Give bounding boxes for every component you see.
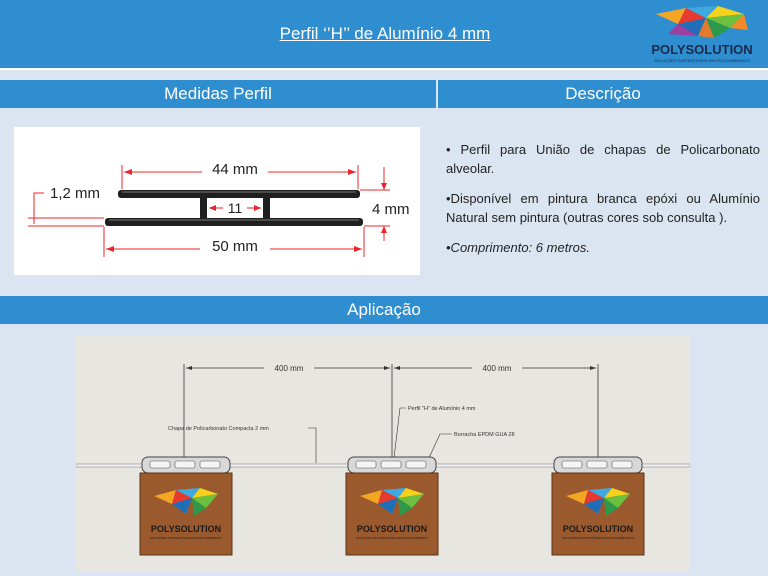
aplicacao-panel: 400 mm 400 mm Chapa de Policarbonato Com… (0, 326, 768, 576)
descricao-item-comprimento: •Comprimento: 6 metros. (446, 240, 590, 255)
profile-1 (141, 456, 231, 474)
post-3: POLYSOLUTION SOLUÇÕES SUSTENTÁVEIS EM PO… (551, 472, 645, 556)
logo-brand-text: POLYSOLUTION (651, 42, 752, 57)
aplicacao-header: Aplicação (0, 296, 768, 324)
descricao-item-uso: • Perfil para União de chapas de Policar… (446, 142, 760, 176)
medidas-panel: 44 mm 50 mm (0, 110, 436, 294)
title-bar: Perfil ‘’H’’ de Alumínio 4 mm POLYSOLUTI… (0, 0, 768, 70)
post-3-tagline: SOLUÇÕES SUSTENTÁVEIS EM POLICARBONATO (562, 535, 635, 540)
dim-bottom-label: 50 mm (212, 238, 258, 255)
polysolution-logo: POLYSOLUTION SOLUÇÕES SUSTENTÁVEIS EM PO… (651, 6, 753, 63)
label-perfil: Perfil "H" de Alumínio 4 mm (408, 406, 476, 412)
page-title: Perfil ‘’H’’ de Alumínio 4 mm (279, 24, 491, 43)
dim-left-label: 1,2 mm (50, 185, 100, 202)
descricao-item-pintura: •Disponível em pintura branca epóxi ou A… (446, 191, 760, 225)
label-chapa: Chapa de Policarbonato Compacta 2 mm (168, 426, 269, 432)
post-1: POLYSOLUTION SOLUÇÕES SUSTENTÁVEIS EM PO… (139, 472, 233, 556)
dim-inner-label: 11 (228, 200, 243, 216)
descricao-panel: • Perfil para União de chapas de Policar… (438, 110, 768, 294)
profile-2 (347, 456, 437, 474)
post-2: POLYSOLUTION SOLUÇÕES SUSTENTÁVEIS EM PO… (345, 472, 439, 556)
profile-3 (553, 456, 643, 474)
medidas-header: Medidas Perfil (0, 80, 436, 108)
profile-drawing: 44 mm 50 mm (14, 127, 420, 275)
aplicacao-svg: 400 mm 400 mm Chapa de Policarbonato Com… (75, 362, 691, 556)
dim-top-label: 44 mm (212, 161, 258, 178)
aplicacao-dim-1: 400 mm (275, 364, 304, 373)
label-borracha: Borracha EPDM GUA 28 (454, 432, 515, 438)
post-2-brand: POLYSOLUTION (357, 524, 427, 534)
logo-tagline-text: SOLUÇÕES SUSTENTÁVEIS EM POLICARBONATO (654, 58, 750, 63)
post-3-brand: POLYSOLUTION (563, 524, 633, 534)
descricao-header: Descrição (438, 80, 768, 108)
post-1-brand: POLYSOLUTION (151, 524, 221, 534)
aplicacao-drawing: 400 mm 400 mm Chapa de Policarbonato Com… (75, 336, 691, 572)
post-2-tagline: SOLUÇÕES SUSTENTÁVEIS EM POLICARBONATO (356, 535, 429, 540)
dim-right-label: 4 mm (372, 201, 410, 218)
post-1-tagline: SOLUÇÕES SUSTENTÁVEIS EM POLICARBONATO (150, 535, 223, 540)
profile-svg: 44 mm 50 mm (28, 160, 410, 257)
aplicacao-dim-2: 400 mm (483, 364, 512, 373)
